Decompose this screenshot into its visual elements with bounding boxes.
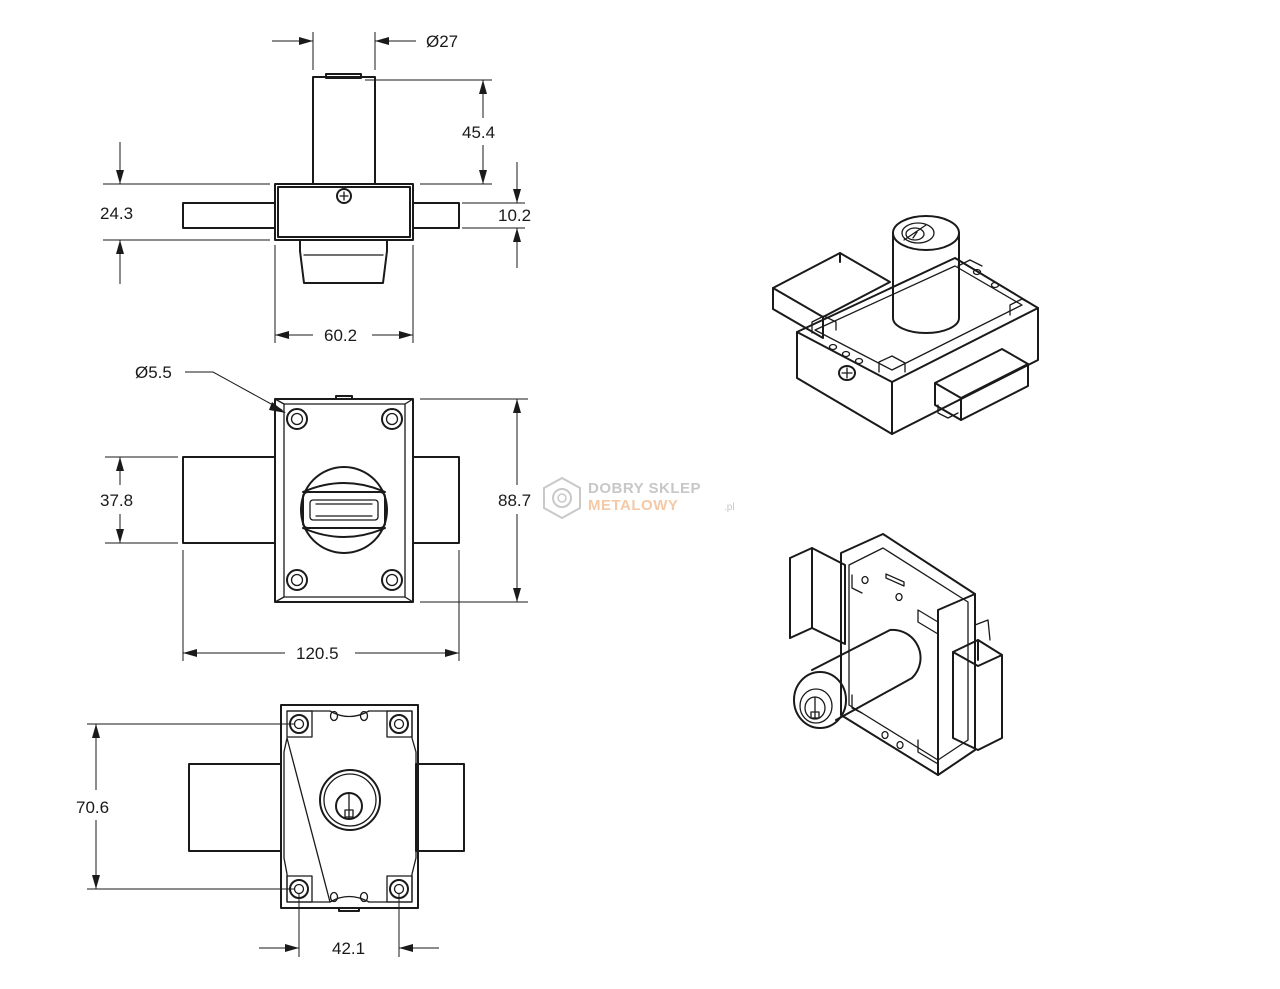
dimension-case-width: 60.2: [275, 326, 413, 345]
mounting-hole-icon: [286, 569, 308, 591]
dimension-throw-width: 120.5: [183, 644, 459, 663]
dimension-bolt-thickness: 10.2: [498, 162, 531, 268]
watermark-text-line2: METALOWY: [588, 497, 678, 514]
dimension-hole-diameter: Ø5.5: [135, 363, 286, 413]
watermark-logo: DOBRY SKLEP METALOWY .pl: [543, 476, 735, 520]
dimension-hole-spacing-horizontal: 42.1: [259, 939, 439, 958]
mounting-hole-icon: [286, 408, 308, 430]
dimension-label: 70.6: [76, 798, 109, 817]
dimension-label: 42.1: [332, 939, 365, 958]
mounting-hole-icon: [381, 408, 403, 430]
dimension-bolt-height: 37.8: [100, 457, 133, 543]
cylinder-icon: [892, 215, 960, 334]
key-cylinder-icon: [319, 769, 381, 831]
dimension-hole-spacing-vertical: 70.6: [76, 724, 109, 889]
dimension-cylinder-height: 45.4: [462, 80, 495, 184]
dimension-overall-depth: 24.3: [100, 142, 133, 284]
rear-view: 70.6 42.1: [76, 704, 465, 958]
dimension-label: 10.2: [498, 206, 531, 225]
dimension-label: Ø27: [426, 32, 458, 51]
screw-icon: [838, 365, 856, 381]
dimension-label: 88.7: [498, 491, 531, 510]
dimension-label: 60.2: [324, 326, 357, 345]
dimension-label: 120.5: [296, 644, 339, 663]
cylinder-icon: [793, 628, 922, 729]
isometric-view-top: [772, 215, 1039, 435]
mounting-hole-icon: [389, 714, 409, 734]
dimension-label: 45.4: [462, 123, 495, 142]
top-view: Ø27 45.4 24.3 10.2 60.2: [100, 32, 531, 345]
isometric-view-rear: [789, 533, 1003, 776]
dimension-diameter-27: Ø27: [272, 32, 458, 51]
watermark-text-line1: DOBRY SKLEP: [588, 480, 701, 497]
dimension-label: Ø5.5: [135, 363, 172, 382]
watermark-text-suffix: .pl: [724, 502, 735, 513]
thumb-turn-knob-icon: [300, 466, 388, 554]
dimension-label: 24.3: [100, 204, 133, 223]
screw-icon: [336, 188, 352, 204]
mounting-hole-icon: [381, 569, 403, 591]
dimension-case-height: 88.7: [498, 399, 531, 602]
front-view: Ø5.5 37.8 88.7 120.5: [100, 363, 531, 663]
dimension-label: 37.8: [100, 491, 133, 510]
